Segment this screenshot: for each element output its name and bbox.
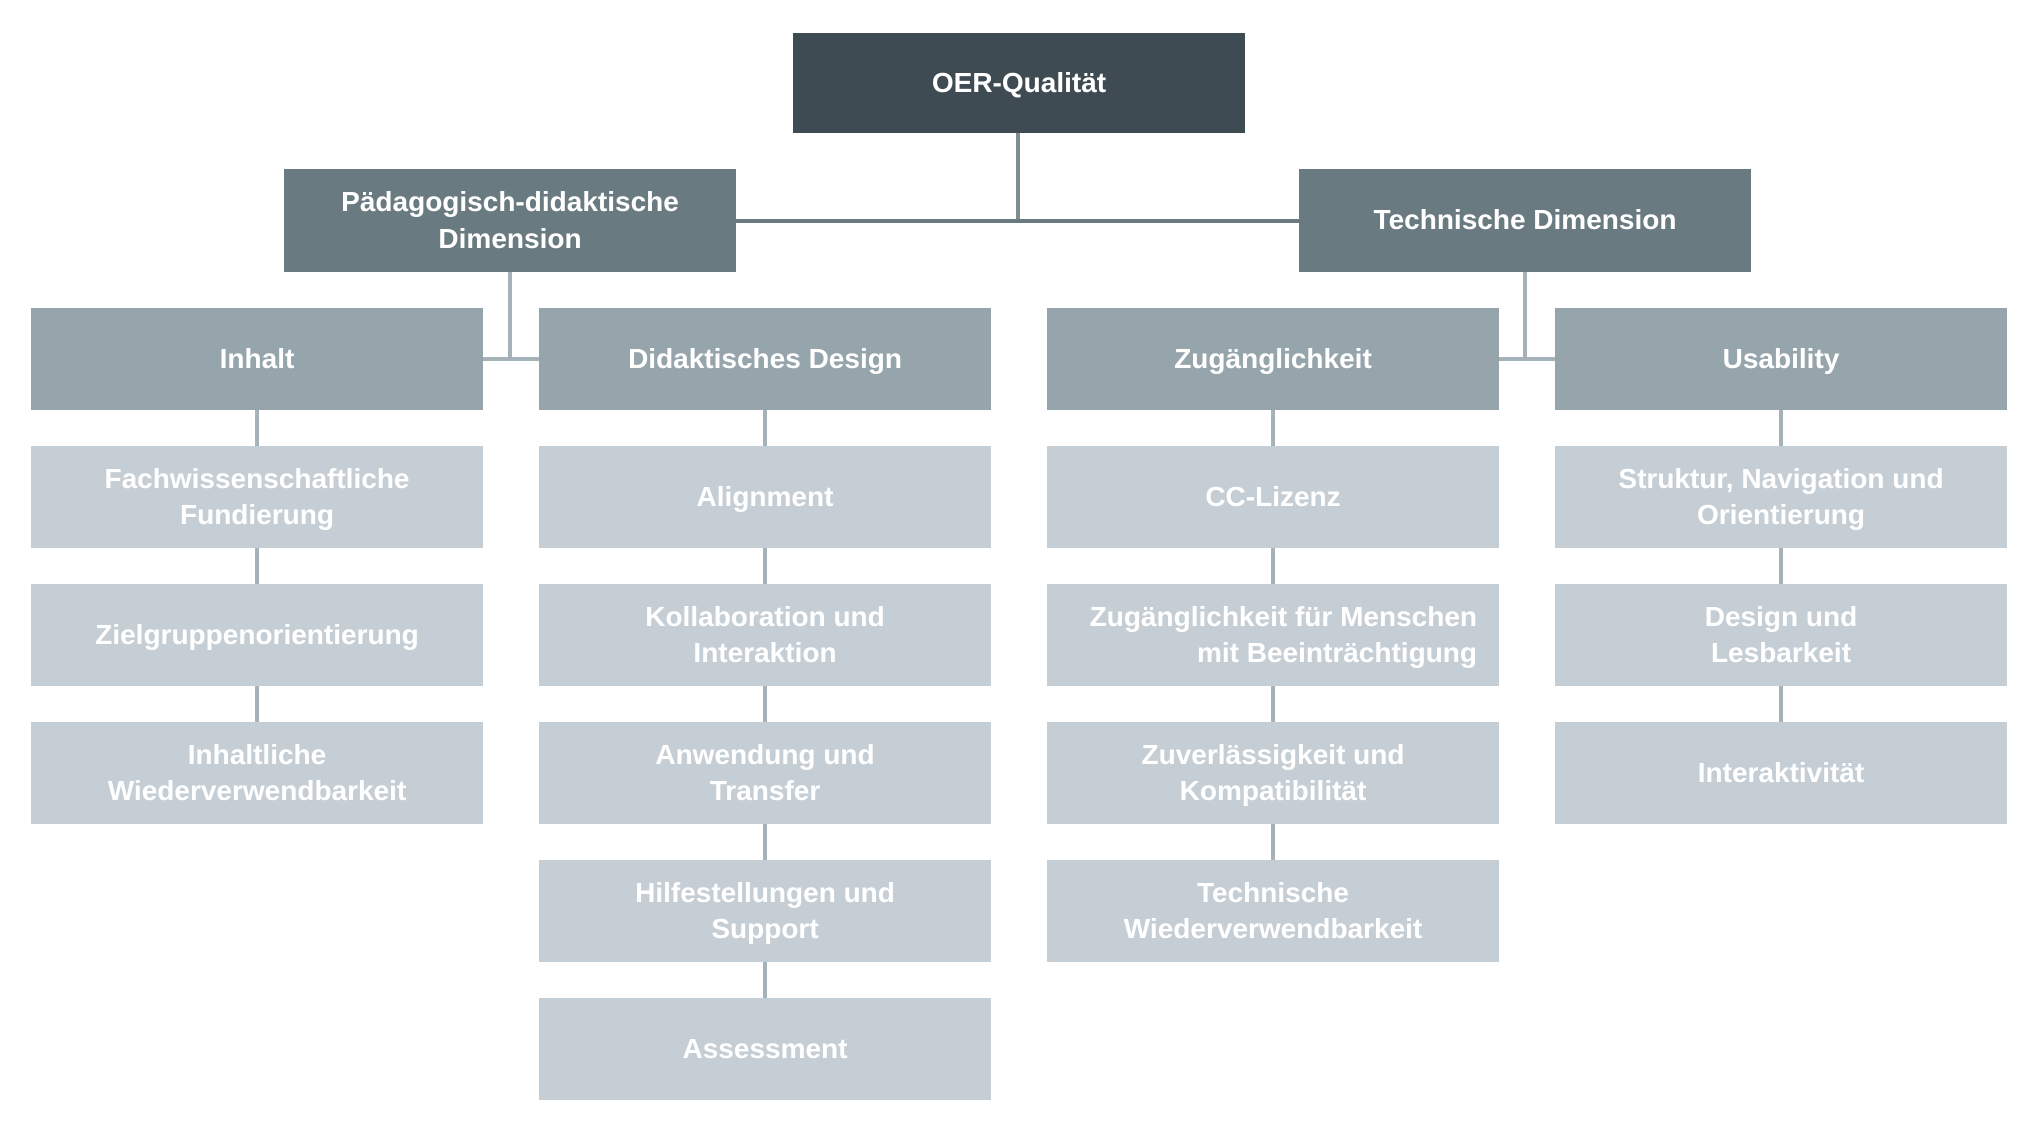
node-label: Alignment bbox=[696, 480, 834, 512]
node-hilfestellungen-und-support: Hilfestellungen und Support bbox=[539, 860, 991, 962]
node-anwendung-und-transfer: Anwendung und Transfer bbox=[539, 722, 991, 824]
node-label: OER-Qualität bbox=[931, 66, 1107, 98]
node-label: Usability bbox=[1722, 342, 1840, 374]
connector-line bbox=[255, 548, 259, 584]
node-label: Didaktisches Design bbox=[628, 342, 902, 374]
connector-technisch-horizontal bbox=[1499, 357, 1555, 361]
node-cc-lizenz: CC-Lizenz bbox=[1047, 446, 1499, 548]
node-kollaboration-und-interaktion: Kollaboration und Interaktion bbox=[539, 584, 991, 686]
node-zugaenglichkeit-fuer-menschen-mit-beeintraechtigung: Zugänglichkeit für Menschen mit Beeinträ… bbox=[1047, 584, 1499, 686]
connector-line bbox=[1271, 686, 1275, 722]
connector-line bbox=[763, 824, 767, 860]
node-inhalt: Inhalt bbox=[31, 308, 483, 410]
connector-line bbox=[1779, 686, 1783, 722]
connector-root-vertical bbox=[1016, 133, 1020, 221]
node-technische-dimension: Technische Dimension bbox=[1299, 169, 1751, 272]
node-label: Technische Wiederverwendbarkeit bbox=[1123, 876, 1423, 944]
connector-technisch-vertical bbox=[1523, 272, 1527, 359]
connector-paedagogisch-vertical bbox=[508, 272, 512, 359]
node-label: Zugänglichkeit bbox=[1174, 342, 1372, 374]
node-design-und-lesbarkeit: Design und Lesbarkeit bbox=[1555, 584, 2007, 686]
node-label: Kollaboration und Interaktion bbox=[645, 600, 885, 668]
node-label: Technische Dimension bbox=[1373, 204, 1677, 236]
connector-line bbox=[1271, 824, 1275, 860]
node-label: Zugänglichkeit für Menschen mit Beeinträ… bbox=[1089, 600, 1477, 668]
connector-line bbox=[763, 410, 767, 446]
node-zugaenglichkeit: Zugänglichkeit bbox=[1047, 308, 1499, 410]
connector-line bbox=[763, 686, 767, 722]
node-alignment: Alignment bbox=[539, 446, 991, 548]
node-label: Pädagogisch-didaktische Dimension bbox=[341, 186, 679, 254]
node-label: Hilfestellungen und Support bbox=[635, 876, 895, 944]
node-inhaltliche-wiederverwendbarkeit: Inhaltliche Wiederverwendbarkeit bbox=[31, 722, 483, 824]
node-technische-wiederverwendbarkeit: Technische Wiederverwendbarkeit bbox=[1047, 860, 1499, 962]
node-zielgruppenorientierung: Zielgruppenorientierung bbox=[31, 584, 483, 686]
node-zuverlaessigkeit-und-kompatibilitaet: Zuverlässigkeit und Kompatibilität bbox=[1047, 722, 1499, 824]
node-label: Inhalt bbox=[219, 342, 295, 374]
node-interaktivitaet: Interaktivität bbox=[1555, 722, 2007, 824]
connector-paedagogisch-horizontal bbox=[483, 357, 539, 361]
node-fachwissenschaftliche-fundierung: Fachwissenschaftliche Fundierung bbox=[31, 446, 483, 548]
node-label: Inhaltliche Wiederverwendbarkeit bbox=[107, 738, 407, 806]
node-struktur-navigation-und-orientierung: Struktur, Navigation und Orientierung bbox=[1555, 446, 2007, 548]
node-assessment: Assessment bbox=[539, 998, 991, 1100]
node-paedagogisch-didaktische-dimension: Pädagogisch-didaktische Dimension bbox=[284, 169, 736, 272]
connector-dimensions-horizontal bbox=[736, 219, 1299, 223]
connector-line bbox=[763, 548, 767, 584]
connector-line bbox=[1271, 410, 1275, 446]
node-label: CC-Lizenz bbox=[1205, 480, 1341, 512]
connector-line bbox=[255, 410, 259, 446]
connector-line bbox=[1779, 410, 1783, 446]
node-label: Fachwissenschaftliche Fundierung bbox=[104, 462, 410, 530]
node-label: Interaktivität bbox=[1697, 756, 1865, 788]
node-didaktisches-design: Didaktisches Design bbox=[539, 308, 991, 410]
node-label: Design und Lesbarkeit bbox=[1704, 600, 1858, 668]
node-label: Assessment bbox=[682, 1032, 848, 1064]
node-oer-qualitaet: OER-Qualität bbox=[793, 33, 1245, 133]
connector-line bbox=[1271, 548, 1275, 584]
connector-line bbox=[1779, 548, 1783, 584]
node-label: Zielgruppenorientierung bbox=[95, 618, 419, 650]
node-label: Zuverlässigkeit und Kompatibilität bbox=[1141, 738, 1405, 806]
node-usability: Usability bbox=[1555, 308, 2007, 410]
node-label: Struktur, Navigation und Orientierung bbox=[1618, 462, 1944, 530]
connector-line bbox=[255, 686, 259, 722]
connector-line bbox=[763, 962, 767, 998]
node-label: Anwendung und Transfer bbox=[655, 738, 875, 806]
